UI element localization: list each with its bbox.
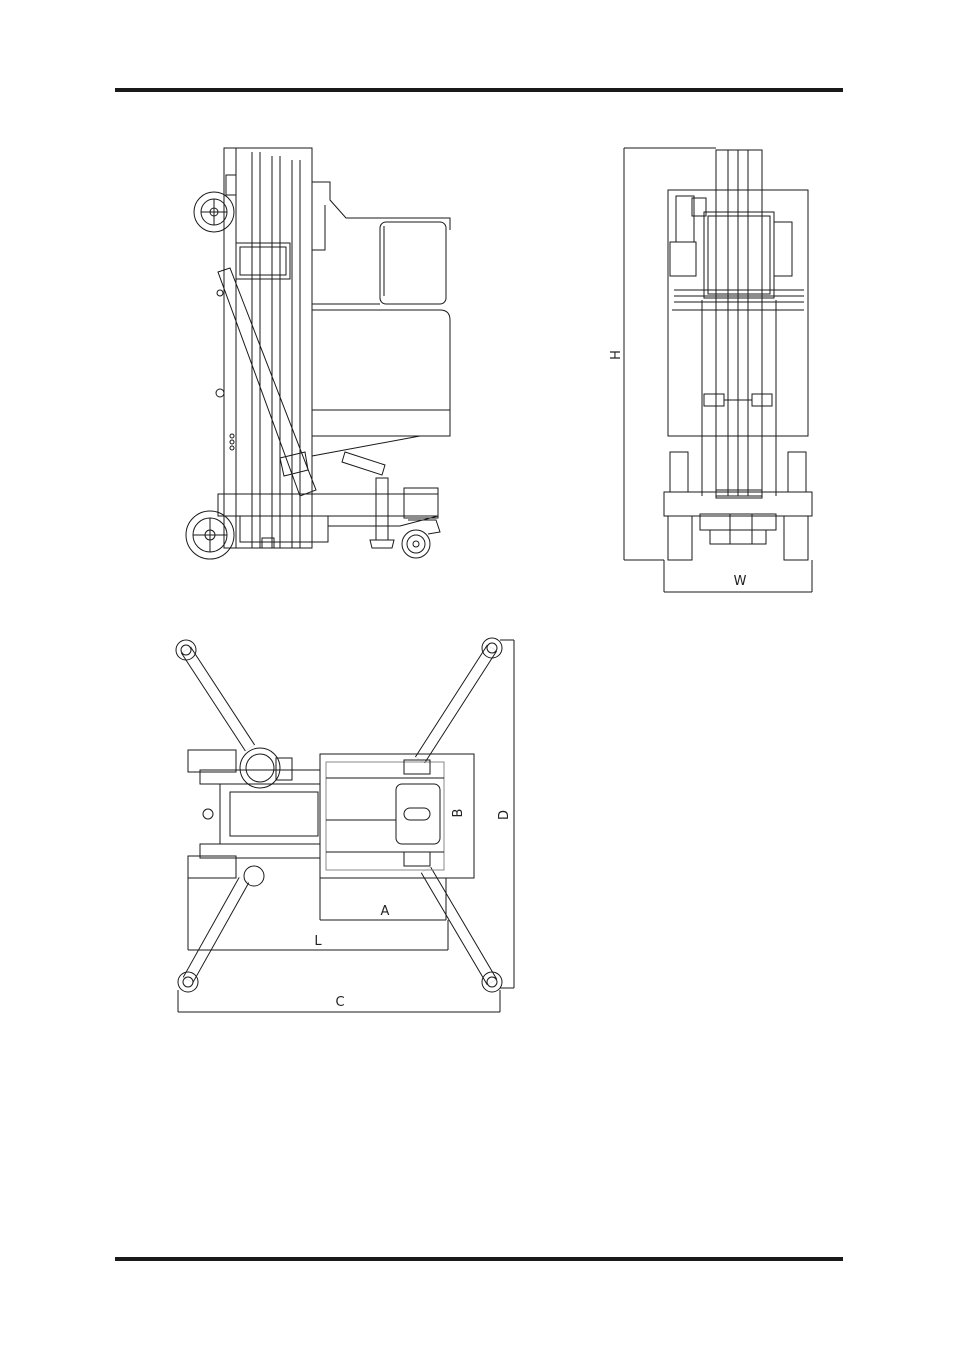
dimension-label-h: H [609, 350, 624, 360]
dimension-label-a: A [381, 904, 390, 919]
dimension-label-l: L [314, 934, 322, 949]
dimension-label-d: D [497, 810, 512, 820]
side-view-drawing [186, 148, 450, 559]
dimension-label-w: W [734, 574, 747, 589]
dimension-label-b: B [451, 809, 466, 818]
top-view-drawing [176, 638, 514, 1012]
front-view-drawing [624, 148, 812, 592]
dimension-label-c: C [335, 995, 344, 1010]
